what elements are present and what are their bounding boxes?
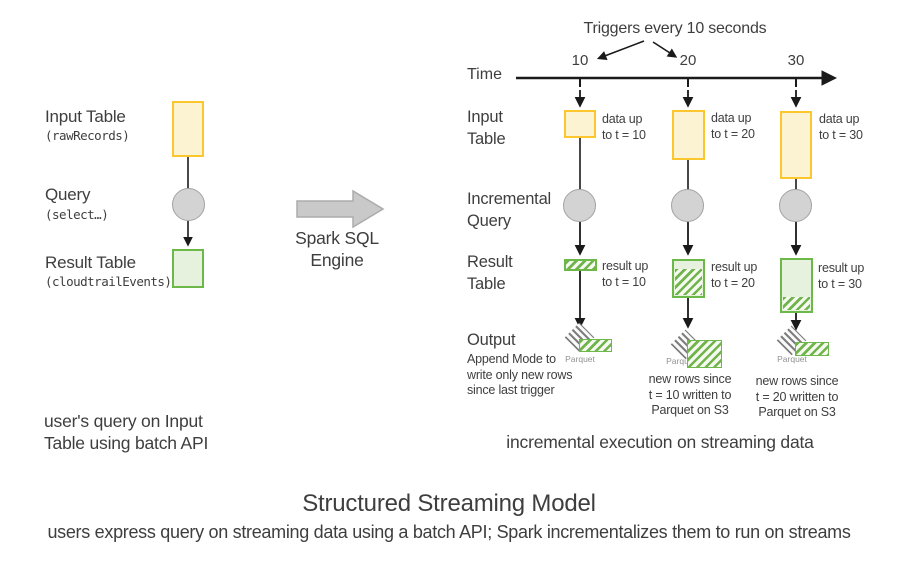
col2-result-hatch (675, 269, 702, 295)
left-result-table-label: Result Table (45, 253, 136, 272)
tick-label-30: 30 (787, 52, 805, 69)
left-query-sublabel: (select…) (45, 207, 109, 222)
col3-result-table-box (780, 258, 813, 313)
trigger-note: Triggers every 10 seconds (583, 20, 767, 37)
col2-output-note: new rows since t = 10 written to Parquet… (648, 372, 732, 417)
col3-output-note: new rows since t = 20 written to Parquet… (755, 374, 839, 419)
col2-query-circle (671, 189, 704, 222)
left-query-label: Query (45, 185, 91, 204)
col3-result-note: result up to t = 30 (818, 261, 865, 291)
col3-parquet-label: Parquet (777, 354, 807, 364)
left-result-table-box (172, 249, 204, 288)
row-label-incremental-query: Incremental Query (467, 190, 552, 230)
time-axis-label: Time (467, 66, 502, 83)
row-label-output: Output (467, 331, 516, 349)
right-caption: incremental execution on streaming data (506, 432, 814, 452)
row-label-input-table: Input Table (467, 108, 506, 148)
col1-parquet-label: Parquet (565, 354, 595, 364)
append-mode-note: Append Mode to write only new rows since… (467, 352, 573, 397)
diagram-subtitle: users express query on streaming data us… (47, 522, 851, 542)
col2-parquet-label: Parquet (666, 356, 696, 366)
left-result-table-sublabel: (cloudtrailEvents) (45, 274, 172, 289)
left-input-table-sublabel: (rawRecords) (45, 128, 130, 143)
spark-engine-arrow-shape (296, 189, 385, 229)
tick-label-10: 10 (571, 52, 589, 69)
col1-result-note: result up to t = 10 (602, 259, 649, 289)
col2-result-note: result up to t = 20 (711, 260, 758, 290)
col2-input-table-box (672, 110, 705, 160)
col1-input-table-box (564, 110, 596, 138)
col3-result-hatch (783, 297, 810, 310)
time-axis-ticks (579, 79, 797, 87)
col3-output-chip (795, 342, 829, 356)
col1-query-circle (563, 189, 596, 222)
col2-input-note: data up to t = 20 (711, 111, 755, 141)
col3-query-circle (779, 189, 812, 222)
left-input-table-box (172, 101, 204, 157)
spark-engine-label: Spark SQL Engine (295, 228, 379, 270)
col3-input-table-box (780, 111, 812, 179)
row-label-result-table: Result Table (467, 253, 513, 293)
col3-input-note: data up to t = 30 (819, 112, 863, 142)
col1-result-table-box (564, 259, 597, 271)
left-query-circle (172, 188, 205, 221)
trigger-annotation-arrow-left (596, 40, 645, 61)
left-caption: user's query on Input Table using batch … (44, 411, 209, 453)
col2-output-chip (687, 340, 722, 368)
col1-result-hatch (566, 261, 595, 269)
col1-output-chip (579, 339, 612, 352)
tick-label-20: 20 (679, 52, 697, 69)
spark-engine-arrow (296, 189, 385, 229)
col2-result-table-box (672, 259, 705, 298)
diagram-title: Structured Streaming Model (302, 490, 596, 517)
col1-input-note: data up to t = 10 (602, 112, 646, 142)
left-input-table-label: Input Table (45, 107, 126, 126)
